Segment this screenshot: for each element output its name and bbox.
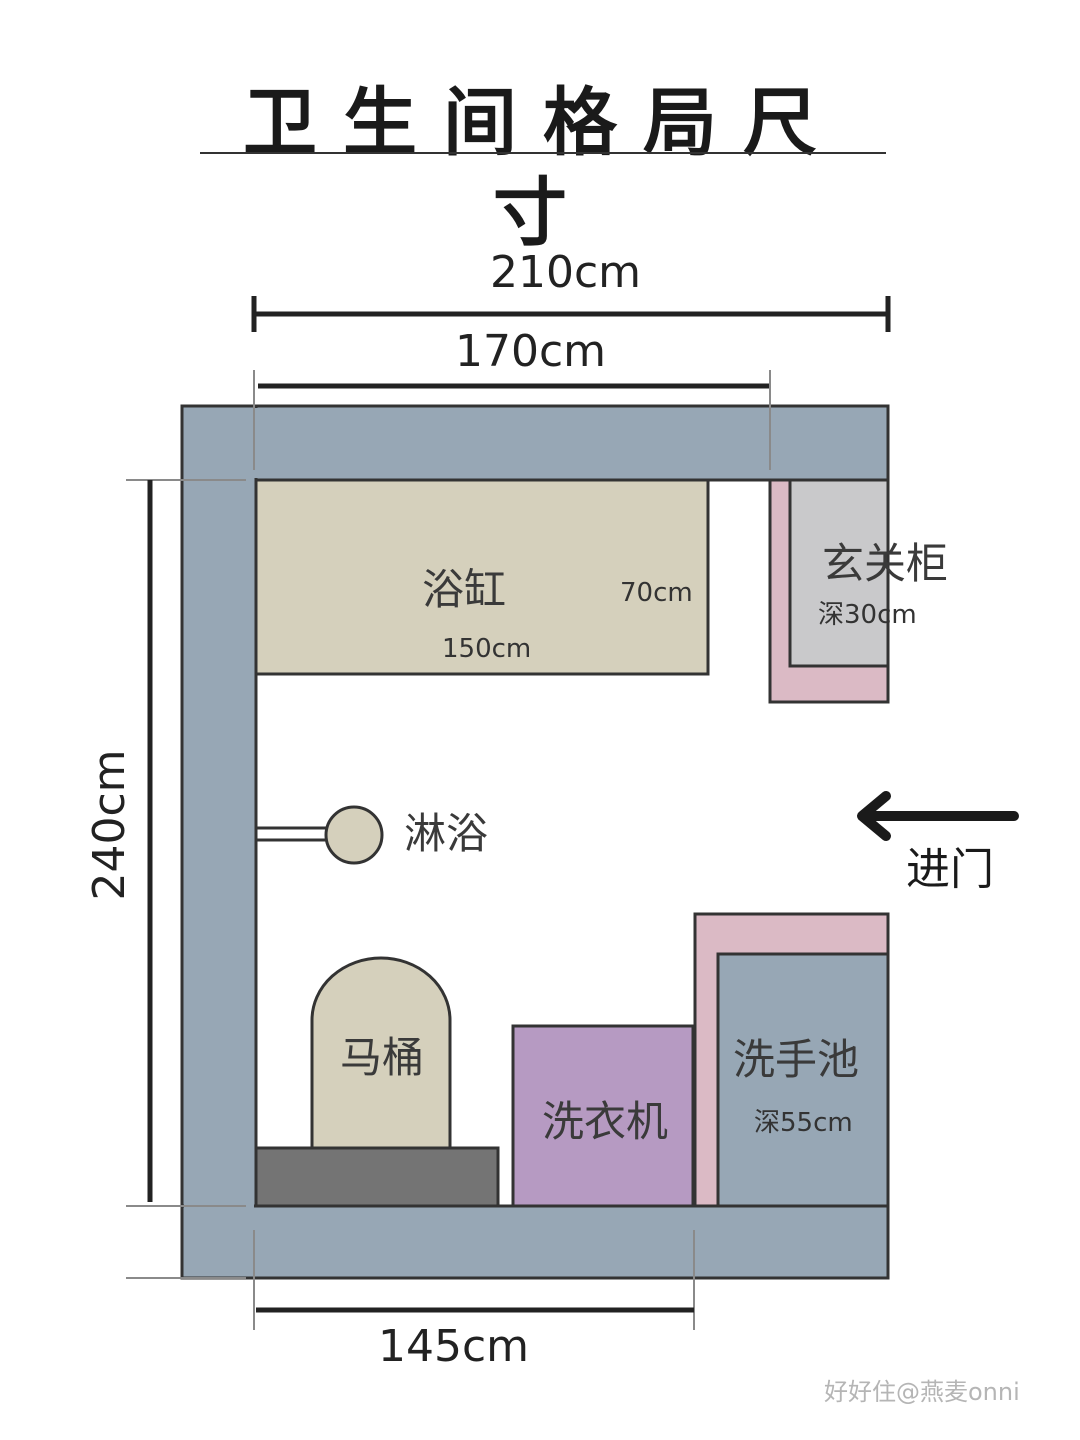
bathtub	[254, 478, 710, 676]
toilet-label: 马桶	[340, 1033, 425, 1082]
sink	[716, 952, 890, 1208]
bathtub-length-label: 150cm	[442, 634, 532, 664]
toilet	[310, 956, 452, 1150]
entry-cabinet-label: 玄关柜	[822, 539, 949, 588]
bathtub-depth-label: 70cm	[620, 578, 693, 608]
dimension-lines	[251, 296, 891, 389]
arrow-left-icon	[857, 791, 1019, 841]
bathtub-label: 浴缸	[422, 565, 507, 614]
title-underline	[200, 152, 886, 154]
sink-label: 洗手池	[733, 1035, 860, 1084]
watermark: 好好住@燕麦onni	[824, 1378, 1020, 1406]
sink-depth-label: 深55cm	[754, 1108, 853, 1138]
dim-inner-width-label: 170cm	[455, 326, 607, 377]
entry-cabinet-depth-label: 深30cm	[818, 600, 917, 630]
washer	[511, 1024, 695, 1208]
shower-label: 淋浴	[404, 809, 489, 858]
page-title: 卫生间格局尺寸	[243, 80, 843, 256]
dim-bottom-width-label: 145cm	[378, 1321, 530, 1372]
entry-cabinet	[788, 478, 890, 668]
toilet-base	[254, 1146, 500, 1208]
dim-height-label: 240cm	[84, 749, 135, 901]
shower-icon	[256, 805, 384, 865]
entrance-label: 进门	[906, 844, 994, 895]
washer-label: 洗衣机	[542, 1097, 669, 1146]
dim-total-width-label: 210cm	[490, 247, 642, 298]
